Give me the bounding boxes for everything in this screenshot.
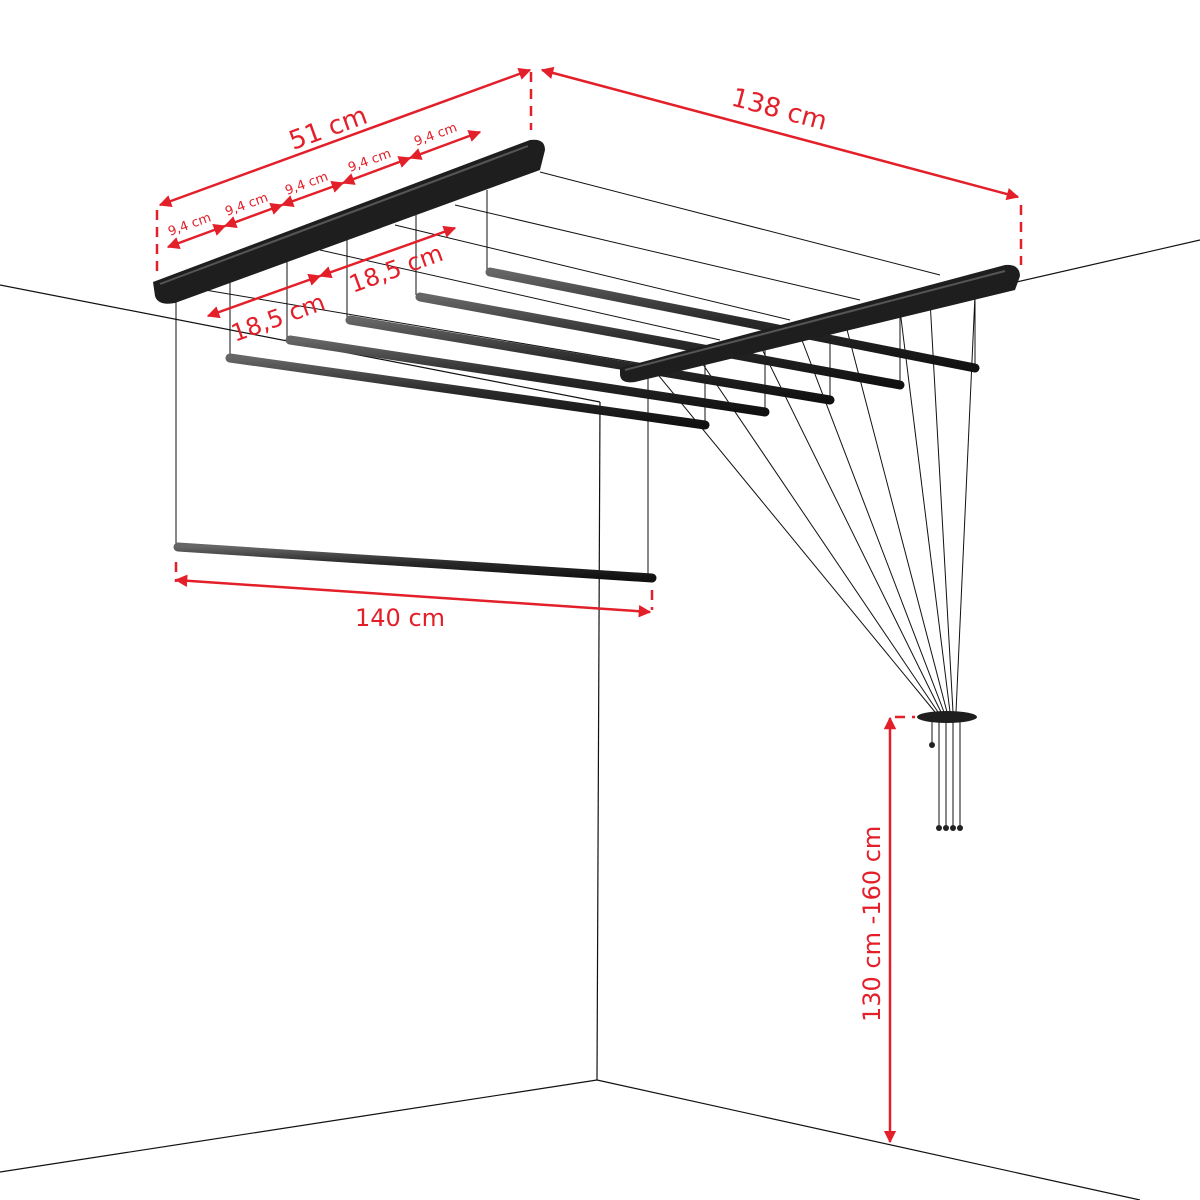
rod — [285, 335, 770, 417]
cord-weights — [929, 742, 963, 831]
rod-length-label: 140 cm — [355, 604, 445, 632]
rod-spacing-label: 9,4 cm — [346, 146, 393, 175]
drying-rods — [173, 267, 980, 583]
ceiling-brackets — [153, 139, 1020, 723]
cleat-height-label: 130 cm -160 cm — [858, 826, 886, 1022]
rod-spacing-label: 9,4 cm — [283, 169, 330, 198]
right-bracket — [620, 264, 1020, 383]
suspension-cords — [175, 171, 976, 826]
bracket-length-label: 51 cm — [285, 101, 371, 157]
rod-spacing-label: 9,4 cm — [166, 210, 213, 239]
dimension-lines — [155, 66, 1023, 1144]
rod — [415, 292, 905, 390]
rod — [485, 267, 980, 373]
rod-lowered — [173, 542, 657, 583]
rack-depth-label: 138 cm — [728, 83, 830, 137]
cleat — [917, 711, 977, 723]
rod-spacing-label: 9,4 cm — [223, 190, 270, 219]
rod-spacing-label: 9,4 cm — [412, 120, 459, 149]
rod — [225, 353, 710, 430]
rod — [345, 315, 835, 405]
